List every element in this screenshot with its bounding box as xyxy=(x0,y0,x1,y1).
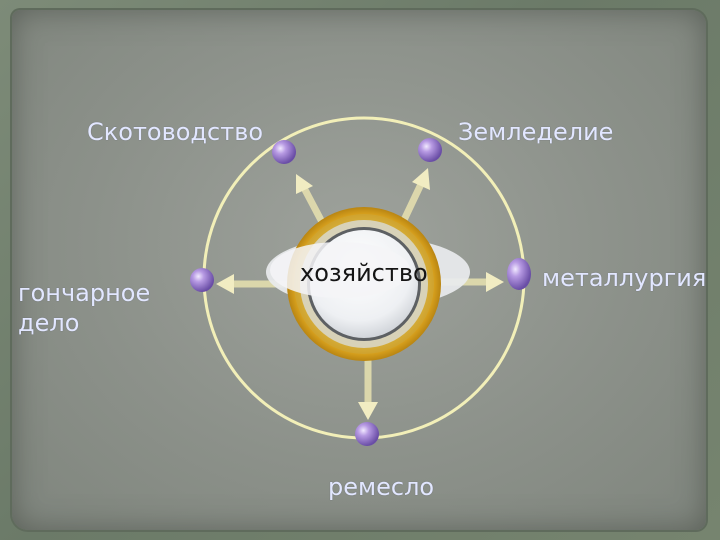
label-pottery: гончарное дело xyxy=(18,279,151,337)
label-craft: ремесло xyxy=(328,473,435,501)
center-label: хозяйство xyxy=(300,259,428,287)
node-cattle xyxy=(272,140,296,164)
arrow-to-cattle xyxy=(296,174,326,226)
node-pottery xyxy=(190,268,214,292)
label-metallurgy: металлургия xyxy=(542,264,707,292)
label-farming: Земледелие xyxy=(458,118,614,146)
node-farming xyxy=(418,138,442,162)
arrow-to-farming xyxy=(400,168,430,224)
label-cattle-breeding: Скотоводство xyxy=(87,118,264,146)
node-craft xyxy=(355,422,379,446)
node-metallurgy xyxy=(507,258,531,290)
center-hub xyxy=(266,207,470,361)
